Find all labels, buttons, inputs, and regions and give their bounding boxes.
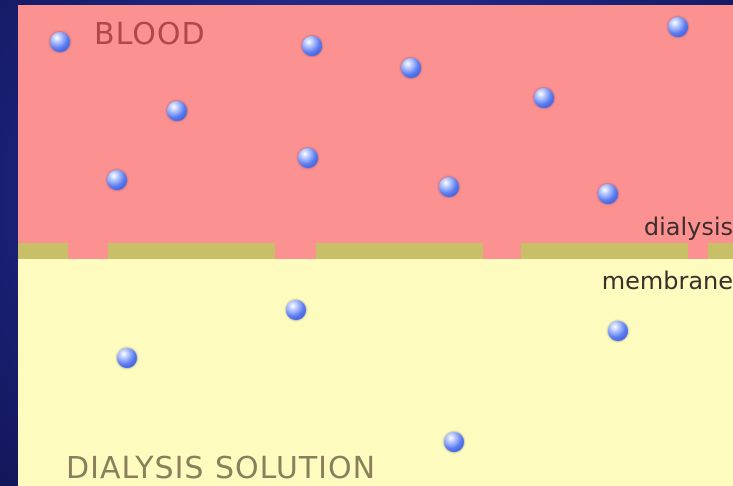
molecule-icon bbox=[286, 300, 306, 320]
molecule-icon bbox=[401, 58, 421, 78]
blood-label: BLOOD bbox=[94, 17, 206, 52]
dialysis-solution-region bbox=[18, 259, 733, 486]
molecule-icon bbox=[50, 32, 70, 52]
molecule-icon bbox=[598, 184, 618, 204]
membrane-segment bbox=[108, 243, 275, 259]
molecule-icon bbox=[439, 177, 459, 197]
membrane-segment bbox=[18, 243, 68, 259]
membrane-segment bbox=[316, 243, 483, 259]
molecule-icon bbox=[444, 432, 464, 452]
membrane-label-line1: dialysis bbox=[643, 213, 733, 241]
molecule-icon bbox=[117, 348, 137, 368]
molecule-icon bbox=[298, 148, 318, 168]
blood-region bbox=[18, 5, 733, 260]
molecule-icon bbox=[167, 101, 187, 121]
dialysis-diagram: BLOOD dialysis membrane DIALYSIS SOLUTIO… bbox=[18, 5, 733, 486]
molecule-icon bbox=[107, 170, 127, 190]
molecule-icon bbox=[668, 17, 688, 37]
membrane-segment bbox=[521, 243, 688, 259]
molecule-icon bbox=[534, 88, 554, 108]
dialysis-solution-label: DIALYSIS SOLUTION bbox=[66, 451, 377, 486]
membrane-label-line2: membrane bbox=[601, 267, 733, 295]
molecule-icon bbox=[302, 36, 322, 56]
molecule-icon bbox=[608, 321, 628, 341]
membrane-segment bbox=[708, 243, 733, 259]
